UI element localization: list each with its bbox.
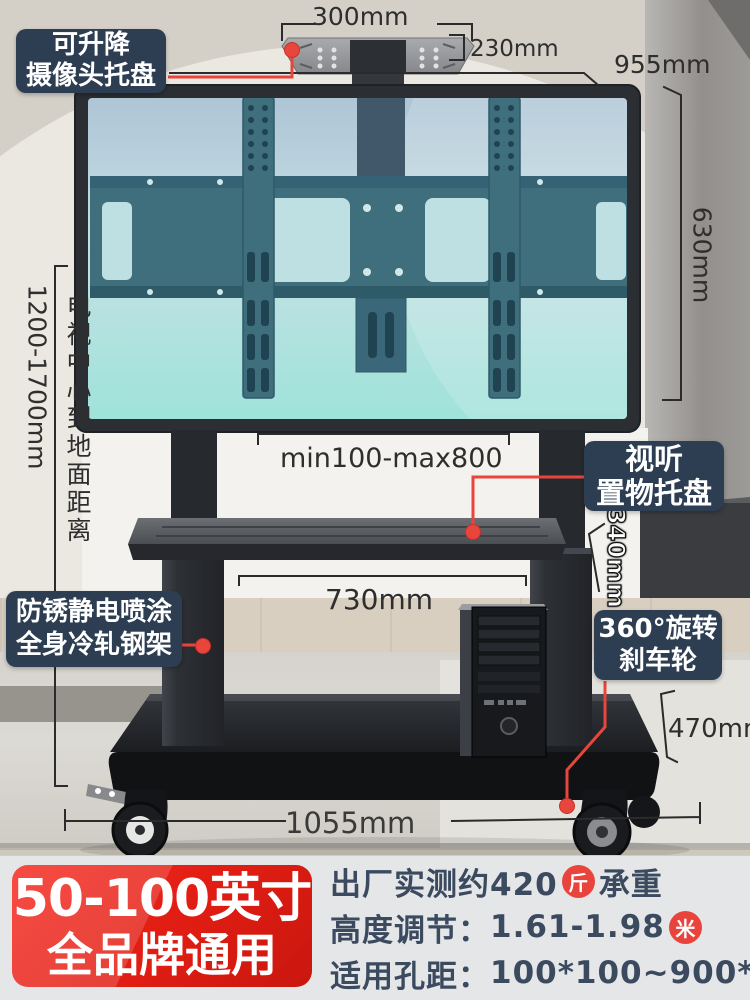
unit-mi-badge: 米 (668, 910, 702, 944)
spec-height-row: 高度调节： 1.61-1.98 米 (330, 904, 748, 950)
furniture-silhouette (640, 503, 750, 611)
dim-height-caption: 电视中心到地面距离 (63, 293, 92, 545)
dim-base-width: 1055mm (285, 806, 416, 840)
callout-av-tray: 视听 置物托盘 (584, 441, 724, 511)
callout-av-tray-line2: 置物托盘 (595, 476, 712, 510)
left-column (162, 430, 224, 746)
dimension-lines (54, 23, 702, 831)
dim-tv-height: 630mm (687, 206, 717, 304)
spec-holes-row: 适用孔距： 100*100~900*600 (330, 950, 750, 996)
tv (74, 84, 641, 433)
dim-shelf-drop: 340mm (601, 507, 630, 609)
dim-base-depth: 470mm (668, 714, 750, 744)
floor-shadow (80, 837, 690, 860)
storage-shelf (128, 518, 566, 560)
size-badge-line2: 全品牌通用 (47, 928, 277, 982)
right-column (530, 430, 592, 746)
dim-tv-width: 955mm (614, 50, 711, 79)
camera-tray (281, 37, 475, 94)
spec-holes-value: 100*100~900*600 (490, 955, 750, 991)
callout-steel-frame-line2: 全身冷轧钢架 (15, 630, 172, 660)
spec-load-prefix: 出厂实测约420 (330, 866, 558, 903)
tv-cart-illustration (54, 23, 702, 860)
callout-camera-tray-line2: 摄像头托盘 (25, 61, 156, 91)
dim-tray-depth: 230mm (470, 36, 559, 62)
dim-vesa-range: min100-max800 (280, 443, 503, 474)
dim-height-range: 1200-1700mm (22, 284, 52, 470)
spec-list: 出厂实测约420 斤 承重 高度调节： 1.61-1.98 米 适用孔距： 10… (330, 858, 750, 996)
mount-bracket (90, 98, 627, 399)
spec-load-suffix: 承重 (598, 866, 663, 903)
rug-edge (0, 843, 750, 850)
pc-tower (458, 604, 548, 758)
callout-av-tray-line1: 视听 (624, 442, 683, 476)
spec-height-label: 高度调节： (330, 912, 490, 949)
callout-camera-tray: 可升降 摄像头托盘 (16, 29, 166, 93)
caster-wheel-left (86, 784, 169, 859)
callout-camera-tray-line1: 可升降 (51, 30, 130, 60)
callout-steel-frame-line1: 防锈静电喷涂 (15, 597, 172, 627)
callout-lines (168, 54, 607, 801)
spec-load-row: 出厂实测约420 斤 承重 (330, 858, 748, 904)
spec-holes-label: 适用孔距： (330, 958, 490, 995)
dim-shelf-width: 730mm (325, 583, 433, 616)
dim-tray-width: 300mm (312, 2, 409, 31)
callout-caster-line1: 360°旋转 (598, 614, 718, 644)
callout-steel-frame: 防锈静电喷涂 全身冷轧钢架 (6, 591, 182, 667)
unit-jin-badge: 斤 (561, 864, 595, 898)
spec-banner: 50-100英寸 全品牌通用 出厂实测约420 斤 承重 高度调节： 1.61-… (0, 855, 750, 1000)
callout-caster: 360°旋转 刹车轮 (594, 610, 722, 680)
callout-dots (195, 42, 575, 814)
spec-height-value: 1.61-1.98 (490, 909, 665, 945)
size-badge-line1: 50-100英寸 (12, 869, 312, 929)
floor-strip (0, 850, 750, 855)
callout-caster-line2: 刹车轮 (618, 646, 697, 676)
size-badge: 50-100英寸 全品牌通用 (12, 865, 312, 987)
